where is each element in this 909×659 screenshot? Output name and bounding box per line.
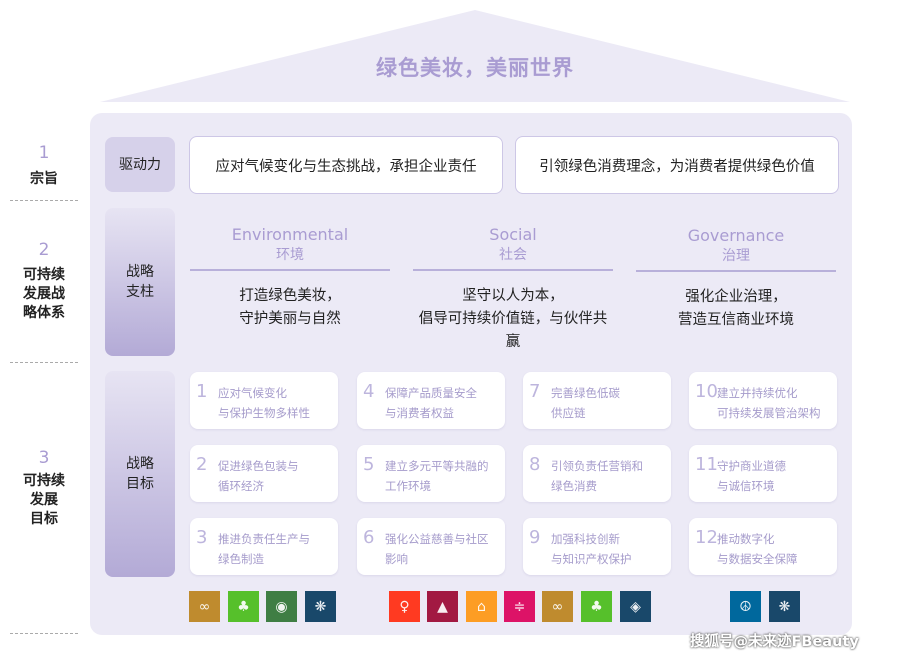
goals-label: 战略 目标 — [105, 371, 175, 577]
pillar-underline — [190, 269, 390, 271]
pillar-social: Social 社会 坚守以人为本， 倡导可持续价值链，与伙伴共赢 — [413, 225, 613, 354]
level-1-number: 1 — [38, 143, 50, 163]
goal-number: 7 — [529, 381, 541, 402]
goal-text: 完善绿色低碳 供应链 — [551, 386, 620, 420]
goal-number: 6 — [363, 527, 375, 548]
page-title: 绿色美妆，美丽世界 — [376, 56, 574, 80]
pillar-desc-line: 守护美丽与自然 — [239, 311, 341, 327]
level-divider — [10, 633, 78, 634]
roof-shape — [100, 10, 850, 102]
level-divider — [10, 362, 78, 363]
goal-text: 促进绿色包装与 循环经济 — [218, 459, 299, 493]
sdg-17-icon: ❋ — [305, 591, 336, 622]
pillar-cn-title: 社会 — [499, 247, 527, 263]
purpose-item-2: 引领绿色消费理念，为消费者提供绿色价值 — [515, 136, 839, 194]
goal-card: 5 建立多元平等共融的 工作环境 — [357, 445, 505, 502]
goal-number: 11 — [695, 454, 718, 475]
goal-text: 推动数字化 与数据安全保障 — [717, 532, 798, 566]
pillar-description: 坚守以人为本， 倡导可持续价值链，与伙伴共赢 — [413, 285, 613, 354]
sdg-15-icon: ♣ — [581, 591, 612, 622]
goal-number: 9 — [529, 527, 541, 548]
goal-number: 2 — [196, 454, 208, 475]
goal-card: 6 强化公益慈善与社区 影响 — [357, 518, 505, 575]
goal-card: 3 推进负责任生产与 绿色制造 — [190, 518, 338, 575]
goal-number: 4 — [363, 381, 375, 402]
sdg-11-icon: ⌂ — [466, 591, 497, 622]
pillars-label: 战略 支柱 — [105, 208, 175, 356]
level-3-number: 3 — [38, 448, 50, 468]
pillar-en-title: Governance — [687, 226, 785, 245]
goal-text: 守护商业道德 与诚信环境 — [717, 459, 786, 493]
sdg-12-icon: ∞ — [542, 591, 573, 622]
goal-card: 4 保障产品质量安全 与消费者权益 — [357, 372, 505, 429]
goal-text: 加强科技创新 与知识产权保护 — [551, 532, 632, 566]
pillar-desc-line: 营造互信商业环境 — [678, 312, 794, 328]
pillar-governance: Governance 治理 强化企业治理， 营造互信商业环境 — [636, 226, 836, 332]
pillar-environmental: Environmental 环境 打造绿色美妆， 守护美丽与自然 — [190, 225, 390, 331]
pillar-en-title: Environmental — [231, 225, 349, 244]
pillar-desc-line: 坚守以人为本， — [462, 288, 564, 304]
goal-card: 1 应对气候变化 与保护生物多样性 — [190, 372, 338, 429]
watermark: 搜狐号@未来迹FBeauty — [690, 634, 859, 650]
level-2-number: 2 — [38, 240, 50, 260]
goal-text: 强化公益慈善与社区 影响 — [385, 532, 489, 566]
goal-number: 5 — [363, 454, 375, 475]
sdg-17-icon: ❋ — [769, 591, 800, 622]
sdg-5-icon: ♀ — [389, 591, 420, 622]
goal-number: 8 — [529, 454, 541, 475]
goal-number: 12 — [695, 527, 718, 548]
sdg-13-icon: ◉ — [266, 591, 297, 622]
level-3-title: 可持续 发展 目标 — [23, 473, 65, 527]
goal-number: 1 — [196, 381, 208, 402]
sdg-10-icon: ≑ — [504, 591, 535, 622]
pillar-desc-line: 打造绿色美妆， — [239, 288, 341, 304]
goal-card: 8 引领负责任营销和 绿色消费 — [523, 445, 671, 502]
purpose-label: 驱动力 — [105, 137, 175, 192]
sdg-8-icon: ▲ — [427, 591, 458, 622]
level-divider — [10, 200, 78, 201]
pillar-underline — [636, 270, 836, 272]
purpose-item-1: 应对气候变化与生态挑战，承担企业责任 — [189, 136, 503, 194]
pillar-description: 打造绿色美妆， 守护美丽与自然 — [190, 285, 390, 331]
sdg-15-icon: ♣ — [228, 591, 259, 622]
goal-card: 2 促进绿色包装与 循环经济 — [190, 445, 338, 502]
pillar-cn-title: 治理 — [722, 248, 750, 264]
sdg-12-icon: ∞ — [189, 591, 220, 622]
pillar-underline — [413, 269, 613, 271]
goal-text: 建立并持续优化 可持续发展管治架构 — [717, 386, 821, 420]
goal-number: 10 — [695, 381, 718, 402]
sdg-9-icon: ◈ — [620, 591, 651, 622]
goal-card: 9 加强科技创新 与知识产权保护 — [523, 518, 671, 575]
pillar-desc-line: 倡导可持续价值链，与伙伴共赢 — [418, 311, 608, 350]
goal-text: 引领负责任营销和 绿色消费 — [551, 459, 643, 493]
goal-text: 应对气候变化 与保护生物多样性 — [218, 386, 310, 420]
goal-number: 3 — [196, 527, 208, 548]
pillar-desc-line: 强化企业治理， — [685, 289, 787, 305]
level-2-title: 可持续 发展战 略体系 — [23, 267, 65, 321]
level-1-title: 宗旨 — [30, 171, 58, 187]
pillar-en-title: Social — [489, 225, 537, 244]
pillar-cn-title: 环境 — [276, 247, 304, 263]
goal-text: 推进负责任生产与 绿色制造 — [218, 532, 310, 566]
sdg-16-icon: ☮ — [730, 591, 761, 622]
goal-text: 建立多元平等共融的 工作环境 — [385, 459, 489, 493]
goal-card: 7 完善绿色低碳 供应链 — [523, 372, 671, 429]
pillar-description: 强化企业治理， 营造互信商业环境 — [636, 286, 836, 332]
goal-text: 保障产品质量安全 与消费者权益 — [385, 386, 477, 420]
